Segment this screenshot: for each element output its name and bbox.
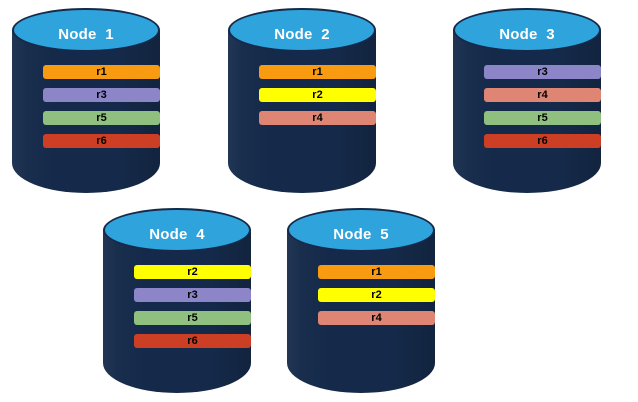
cylinder-top-ellipse xyxy=(287,208,435,252)
node-cylinder[interactable]: Node 4 r2 r3 r5 r6 xyxy=(103,208,251,393)
replica-bar[interactable]: r1 xyxy=(259,65,376,79)
replica-bar[interactable]: r2 xyxy=(259,88,376,102)
replica-list: r1 r2 r4 xyxy=(318,265,435,334)
replica-bar[interactable]: r2 xyxy=(318,288,435,302)
replica-bar[interactable]: r2 xyxy=(134,265,251,279)
node-label: Node 4 xyxy=(149,226,205,243)
replica-list: r1 r3 r5 r6 xyxy=(43,65,160,157)
node-label: Node 1 xyxy=(58,26,114,43)
replica-bar[interactable]: r5 xyxy=(484,111,601,125)
replica-bar[interactable]: r4 xyxy=(318,311,435,325)
replica-bar[interactable]: r1 xyxy=(43,65,160,79)
replica-list: r3 r4 r5 r6 xyxy=(484,65,601,157)
replica-bar[interactable]: r1 xyxy=(318,265,435,279)
replica-bar[interactable]: r6 xyxy=(43,134,160,148)
replica-list: r1 r2 r4 xyxy=(259,65,376,134)
replica-bar[interactable]: r3 xyxy=(43,88,160,102)
replica-bar[interactable]: r3 xyxy=(134,288,251,302)
node-cylinder[interactable]: Node 1 r1 r3 r5 r6 xyxy=(12,8,160,193)
replica-bar[interactable]: r6 xyxy=(484,134,601,148)
replica-bar[interactable]: r5 xyxy=(43,111,160,125)
replica-bar[interactable]: r4 xyxy=(259,111,376,125)
cylinder-top-ellipse xyxy=(103,208,251,252)
replica-bar[interactable]: r3 xyxy=(484,65,601,79)
node-cylinder[interactable]: Node 2 r1 r2 r4 xyxy=(228,8,376,193)
node-label: Node 5 xyxy=(333,226,389,243)
replica-bar[interactable]: r4 xyxy=(484,88,601,102)
replica-bar[interactable]: r6 xyxy=(134,334,251,348)
cylinder-top-ellipse xyxy=(228,8,376,52)
node-cylinder[interactable]: Node 3 r3 r4 r5 r6 xyxy=(453,8,601,193)
replica-bar[interactable]: r5 xyxy=(134,311,251,325)
cylinder-top-ellipse xyxy=(453,8,601,52)
node-label: Node 3 xyxy=(499,26,555,43)
cylinder-top-ellipse xyxy=(12,8,160,52)
replica-list: r2 r3 r5 r6 xyxy=(134,265,251,357)
node-cylinder[interactable]: Node 5 r1 r2 r4 xyxy=(287,208,435,393)
node-label: Node 2 xyxy=(274,26,330,43)
